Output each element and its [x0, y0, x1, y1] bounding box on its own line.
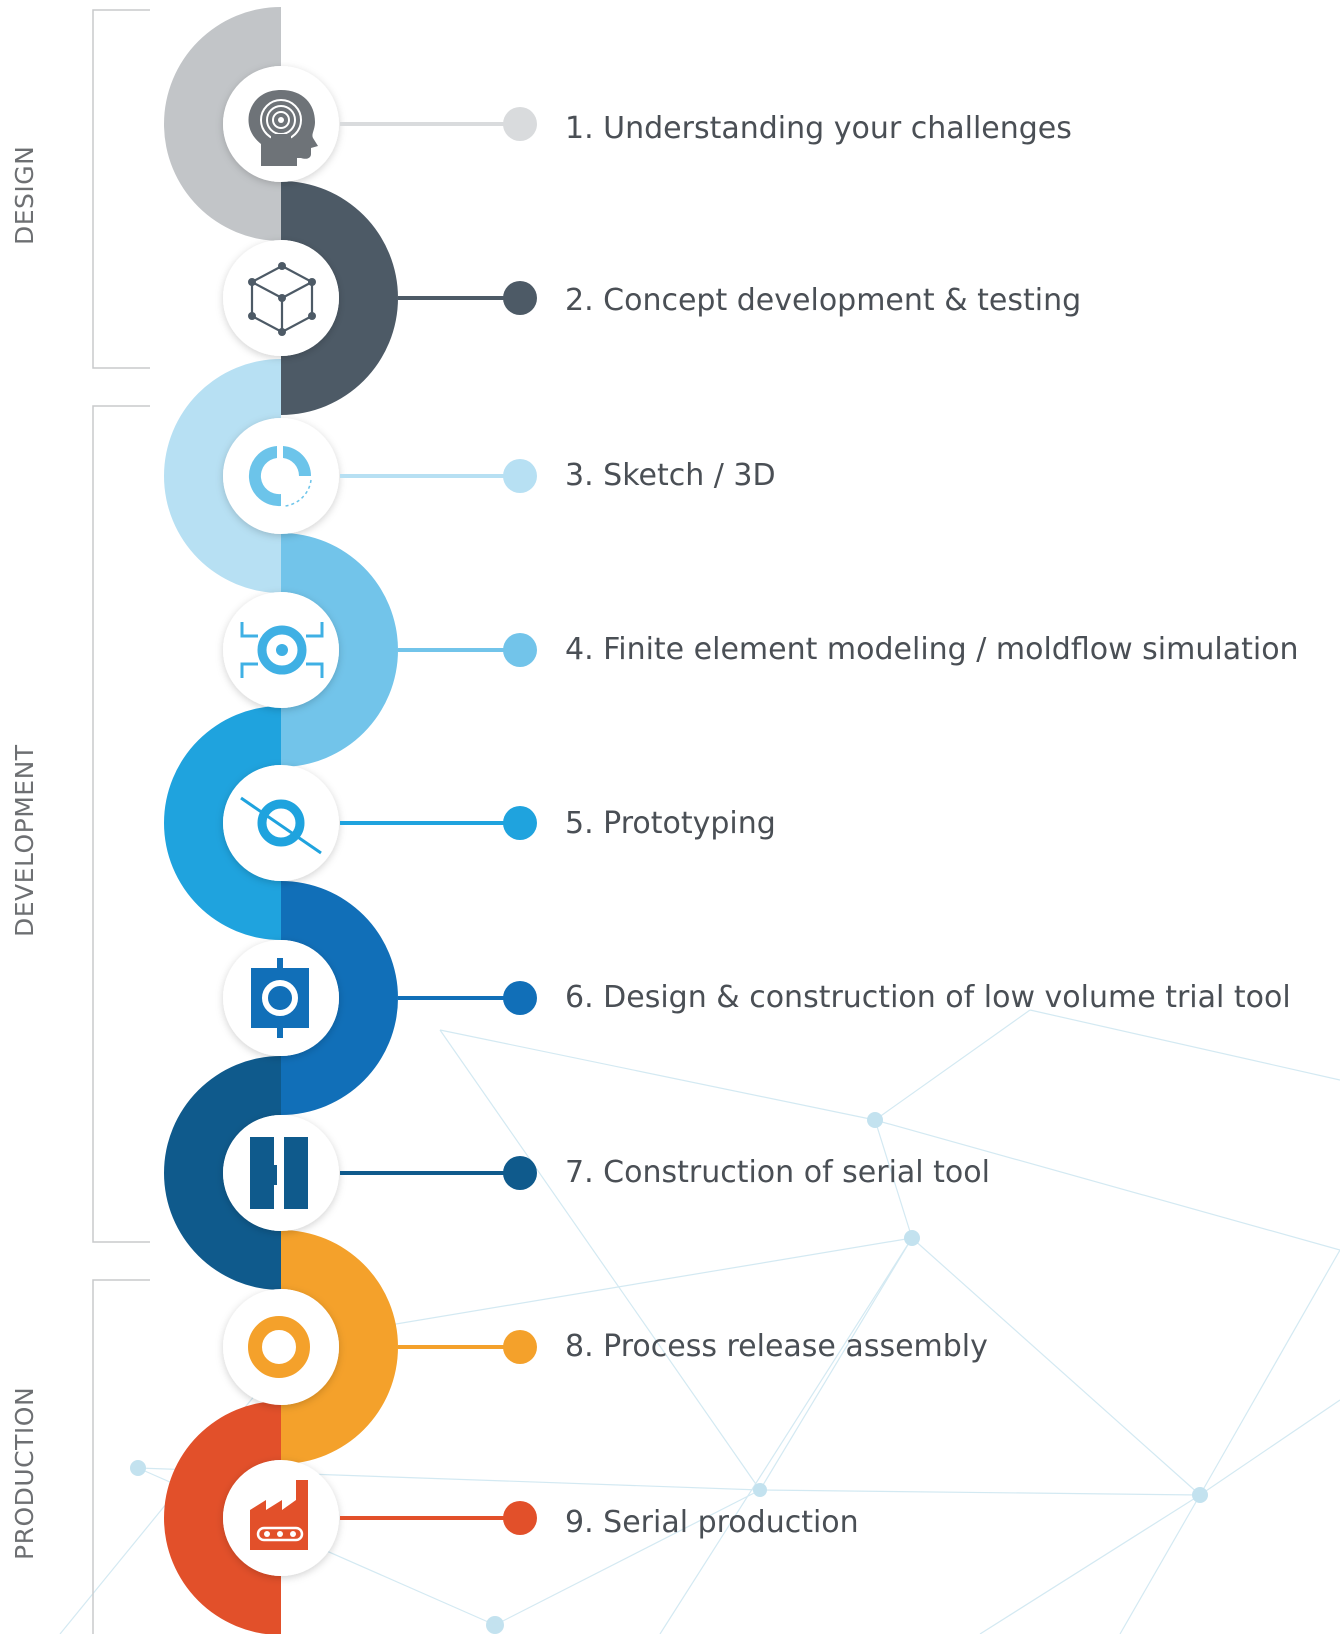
- snake-segment-8: [281, 1230, 398, 1464]
- bracket-development: [92, 405, 150, 1243]
- icon-disk-5: [223, 765, 339, 881]
- sketch-ring-icon: [248, 446, 312, 507]
- step-dot-6: [503, 981, 537, 1015]
- snake-segment-9: [164, 1401, 281, 1634]
- trial-tool-icon: [251, 958, 309, 1038]
- snake-segment-6: [281, 881, 398, 1115]
- step-label-7: 7. Construction of serial tool: [565, 1155, 990, 1190]
- snake-segment-5: [164, 706, 281, 940]
- head-brain-icon: [248, 90, 318, 166]
- serial-tool-icon: [250, 1137, 308, 1209]
- step-label-3: 3. Sketch / 3D: [565, 458, 776, 493]
- snake-segment-4: [281, 533, 398, 767]
- step-label-8: 8. Process release assembly: [565, 1329, 988, 1364]
- phase-development-text: DEVELOPMENT: [10, 744, 39, 937]
- snake-segment-2: [281, 181, 398, 415]
- snake-segment-1: [164, 7, 281, 241]
- icon-disk-8: [223, 1289, 339, 1405]
- step-label-4: 4. Finite element modeling / moldflow si…: [565, 632, 1299, 667]
- step-label-1: 1. Understanding your challenges: [565, 111, 1072, 146]
- network-nodes: [130, 1112, 1208, 1634]
- step-dot-3: [503, 459, 537, 493]
- step-label-2: 2. Concept development & testing: [565, 283, 1082, 318]
- phase-production-text: PRODUCTION: [10, 1386, 39, 1560]
- icon-disk-3: [223, 418, 339, 534]
- snake-segment-3: [164, 359, 281, 593]
- snake-path: [164, 7, 398, 1634]
- simulation-ring-icon: [240, 622, 324, 678]
- step-dot-7: [503, 1156, 537, 1190]
- cube-icon: [248, 262, 316, 336]
- phase-brackets: [92, 9, 150, 1634]
- step-label-5: 5. Prototyping: [565, 806, 776, 841]
- bracket-design: [92, 9, 150, 369]
- step-icons: [240, 90, 324, 1550]
- step-dot-4: [503, 633, 537, 667]
- step-dot-5: [503, 806, 537, 840]
- step-dot-2: [503, 281, 537, 315]
- step-dot-1: [503, 107, 537, 141]
- step-label-9: 9. Serial production: [565, 1505, 859, 1540]
- step-dot-8: [503, 1330, 537, 1364]
- phase-design-text: DESIGN: [10, 145, 39, 245]
- ring-icon: [248, 1316, 310, 1378]
- step-label-6: 6. Design & construction of low volume t…: [565, 980, 1291, 1015]
- factory-icon: [250, 1480, 308, 1550]
- icon-disk-7: [223, 1115, 339, 1231]
- bracket-production: [92, 1279, 150, 1634]
- step-dot-9: [503, 1501, 537, 1535]
- prototype-ring-icon: [240, 796, 322, 855]
- connectors: [340, 107, 537, 1535]
- snake-segment-7: [164, 1056, 281, 1290]
